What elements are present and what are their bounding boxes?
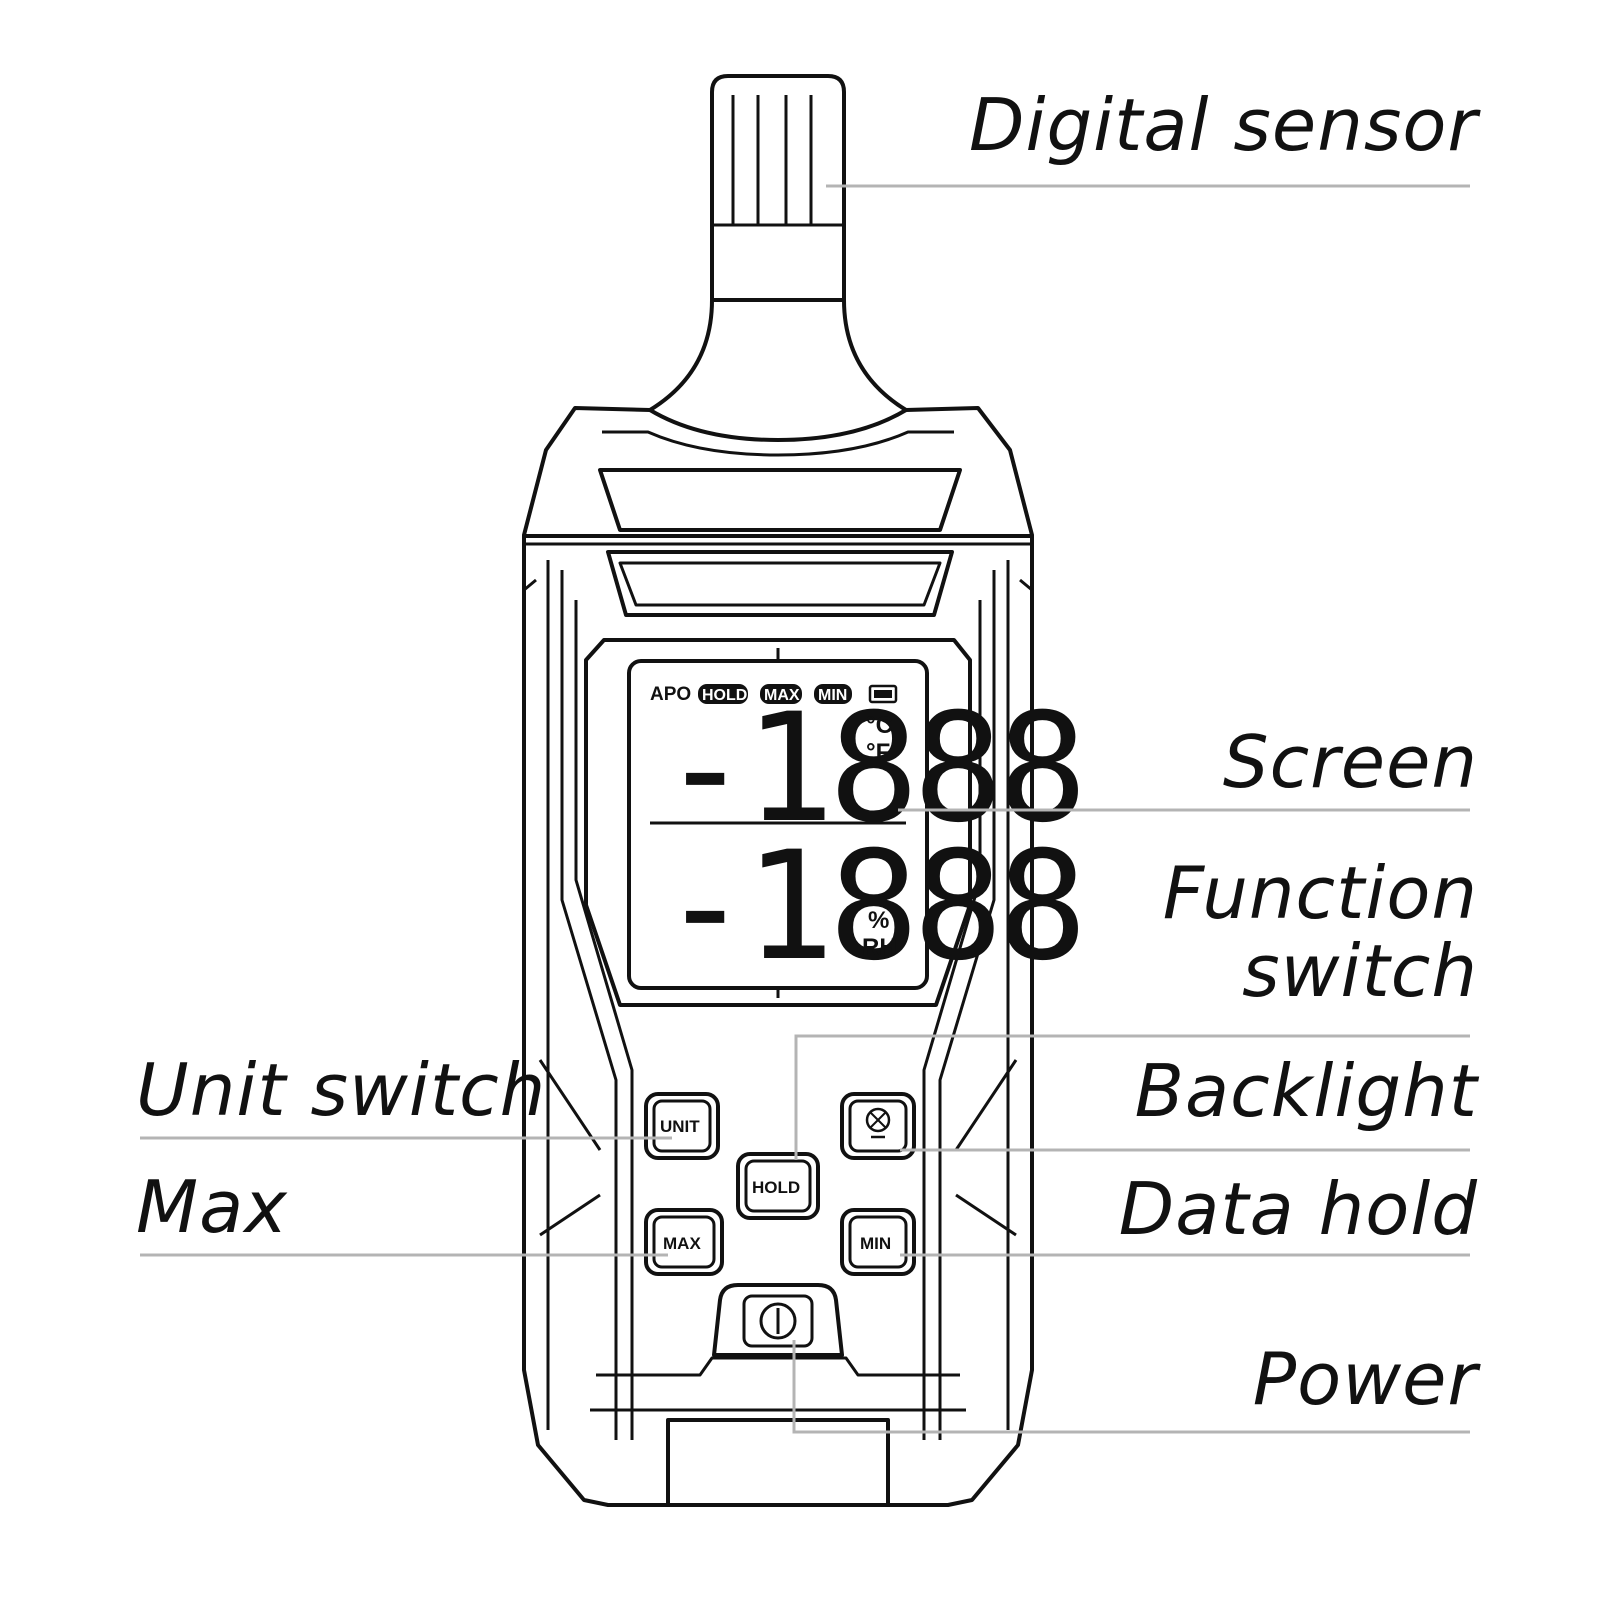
unit-button-label: UNIT (660, 1117, 700, 1136)
lcd-min-indicator: MIN (818, 687, 847, 704)
leader-power (792, 1340, 1470, 1434)
lcd-hold-pill (698, 684, 748, 704)
label-max: Max (136, 1165, 288, 1249)
lcd-bottom-reading: -1888 (660, 820, 1082, 994)
meter-body (522, 406, 1034, 1507)
min-button[interactable]: MIN (840, 1208, 916, 1276)
sensor-probe (648, 74, 908, 412)
lcd-top-reading: -1888 (660, 682, 1082, 856)
lcd-unit-celsius: °C (866, 712, 893, 739)
lcd-apo-indicator: APO (650, 684, 691, 705)
label-power: Power (1253, 1337, 1482, 1421)
power-icon (759, 1302, 797, 1340)
label-unit-switch: Unit switch (136, 1048, 546, 1132)
backlight-bulb-icon (865, 1107, 891, 1139)
lcd-min-pill (814, 684, 852, 704)
unit-button[interactable]: UNIT (644, 1092, 720, 1160)
max-button[interactable]: MAX (644, 1208, 724, 1276)
lcd-screen: APO HOLD MAX MIN -1888 °C °F -1888 % RH (627, 648, 1088, 998)
min-button-label: MIN (860, 1234, 891, 1253)
hold-button[interactable]: HOLD (736, 1152, 820, 1220)
lcd-unit-percent: % (868, 907, 889, 934)
label-backlight: Backlight (1135, 1049, 1480, 1133)
hold-button-label: HOLD (752, 1178, 800, 1197)
label-digital-sensor: Digital sensor (969, 83, 1481, 167)
leader-lines (140, 184, 1470, 1434)
lcd-unit-rh: RH (862, 934, 897, 961)
battery-icon (868, 684, 898, 704)
label-function-switch-line1: Function (1163, 851, 1478, 935)
power-button[interactable] (712, 1283, 844, 1357)
lcd-unit-fahrenheit: °F (866, 739, 890, 766)
callout-labels: Digital sensor Screen Function switch Ba… (136, 83, 1482, 1421)
label-data-hold: Data hold (1119, 1167, 1478, 1251)
backlight-button[interactable] (840, 1092, 916, 1160)
lcd-max-indicator: MAX (764, 687, 800, 704)
lcd-max-pill (760, 684, 802, 704)
label-function-switch-line2: switch (1242, 929, 1478, 1013)
leader-function-switch (794, 1034, 1470, 1160)
label-screen: Screen (1223, 720, 1478, 804)
max-button-label: MAX (663, 1234, 701, 1253)
lcd-hold-indicator: HOLD (702, 687, 747, 704)
